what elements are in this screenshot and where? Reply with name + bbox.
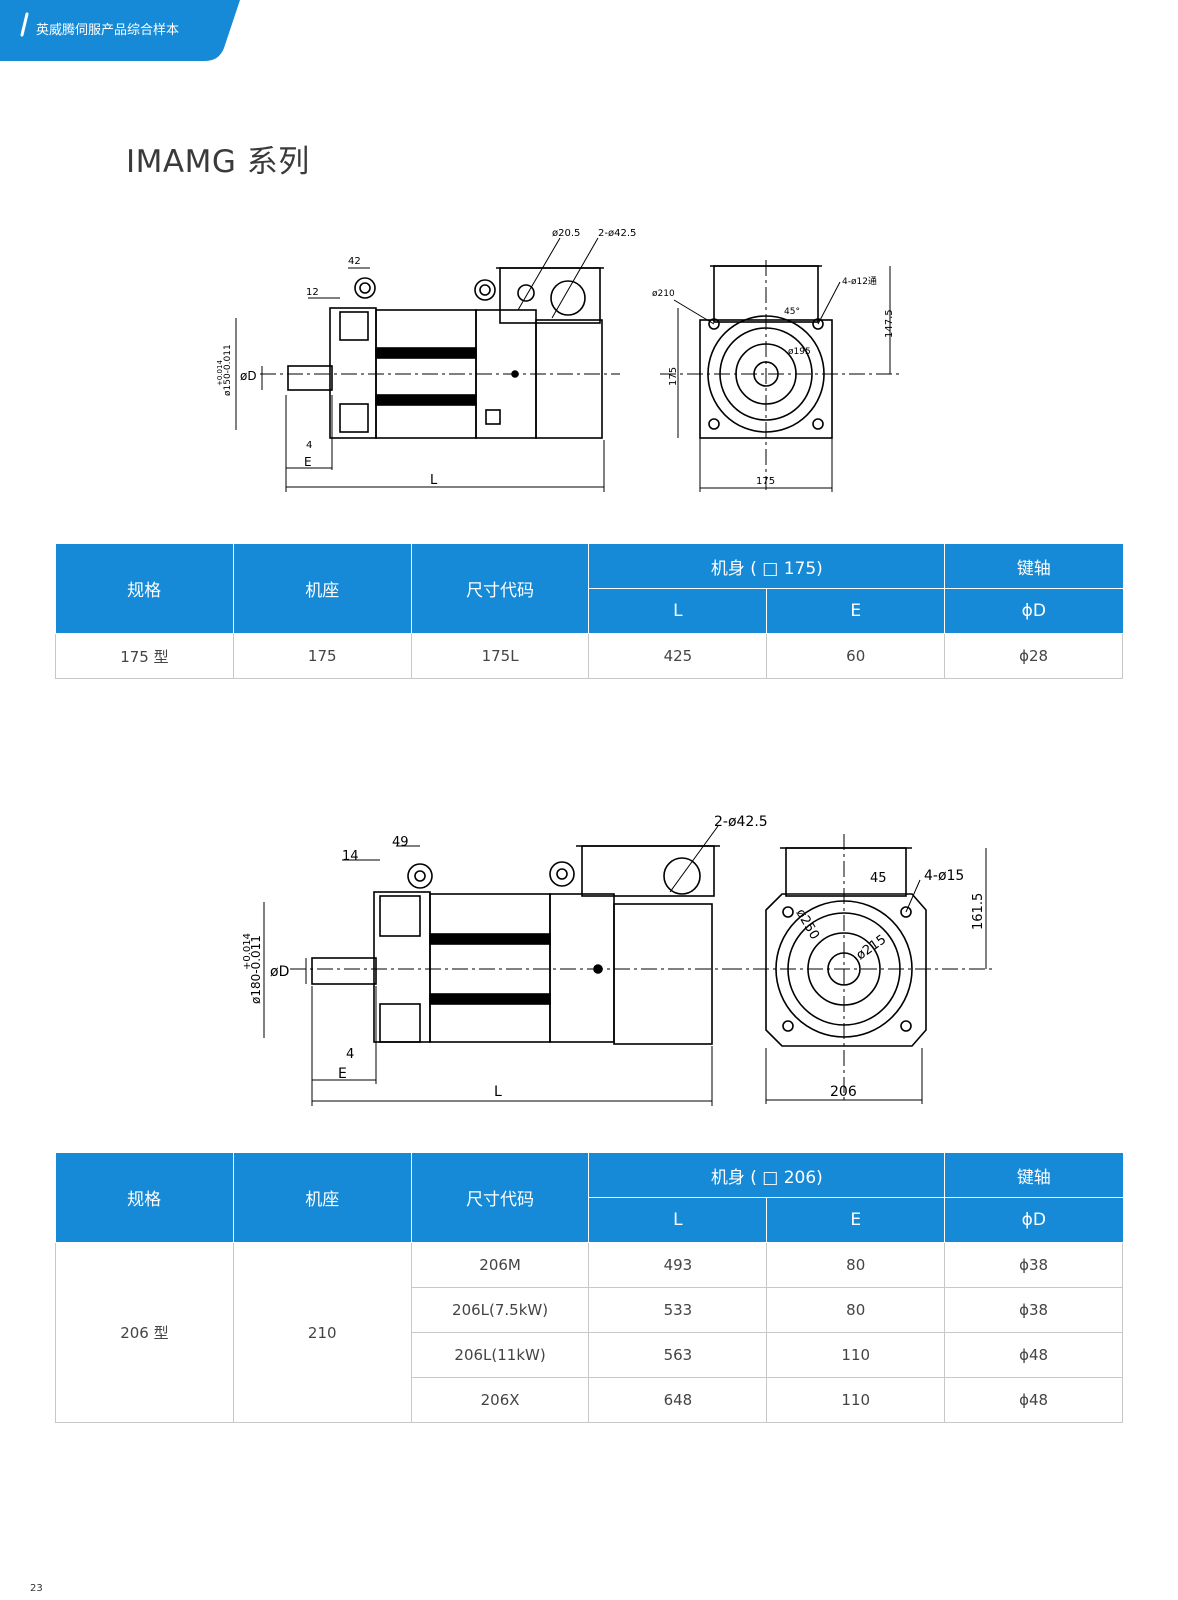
dim-w206: 206 (830, 1084, 857, 1100)
page-title: IMAMG 系列 (126, 144, 310, 180)
cell-code: 206X (410, 1377, 590, 1423)
cell-code: 206M (410, 1242, 590, 1288)
cell-spec: 175 型 (55, 633, 234, 679)
dim-150: ø150-0.011 (223, 344, 233, 396)
dim-4: 4 (306, 440, 312, 451)
dim-150-tol: +0.014 (216, 360, 224, 386)
cell-code: 206L(7.5kW) (410, 1287, 590, 1333)
motor-206-drawing: 2-ø42.5 49 14 ø180-0.011 +0.014 øD 4 E L… (242, 814, 992, 1106)
dim-holes: 2-ø42.5 (598, 228, 636, 239)
th-key: 键轴 (944, 544, 1123, 589)
cell-D: ϕ48 (944, 1332, 1123, 1378)
th-body: 机身 ( □ 175) (588, 544, 946, 589)
th-D: ϕD (944, 588, 1123, 634)
dim-phi205: ø20.5 (552, 228, 580, 239)
dim-L: L (494, 1084, 502, 1100)
cell-L: 425 (588, 633, 768, 679)
shaft (287, 365, 333, 391)
header-tab: 英威腾伺服产品综合样本 (0, 0, 242, 62)
cell-D: ϕ28 (944, 633, 1123, 679)
dim-12: 12 (306, 287, 319, 298)
dim-180-tol: +0.014 (242, 933, 253, 970)
th-frame: 机座 (233, 1153, 412, 1243)
header-tab-shape (0, 0, 240, 61)
cell-spec: 206 型 (55, 1242, 234, 1423)
dim-bolts: 4-ø15 (924, 868, 964, 884)
dim-E: E (338, 1066, 347, 1082)
dim-L: L (430, 473, 438, 488)
cell-frame: 210 (232, 1242, 412, 1423)
spec-table-206: 规格 机座 尺寸代码 机身 ( □ 206) 键轴 L E ϕD 206 型 2… (55, 1153, 1123, 1423)
th-code: 尺寸代码 (411, 544, 590, 634)
dim-E: E (304, 455, 312, 469)
th-E: E (766, 1197, 946, 1243)
section-label: 英威腾伺服产品综合样本 (36, 23, 180, 38)
cell-code: 206L(11kW) (410, 1332, 590, 1378)
dim-angle: 45° (784, 307, 800, 317)
cell-D: ϕ38 (944, 1242, 1123, 1288)
dim-4: 4 (346, 1047, 354, 1062)
th-L: L (588, 1197, 768, 1243)
cell-L: 493 (588, 1242, 768, 1288)
cell-L: 648 (588, 1377, 768, 1423)
cell-D: ϕ48 (944, 1377, 1123, 1423)
dim-w175: 175 (756, 476, 775, 487)
dim-h175: 175 (668, 367, 679, 386)
dim-phi195: ø195 (788, 347, 811, 357)
dim-180: ø180-0.011 (249, 935, 263, 1004)
th-frame: 机座 (233, 544, 412, 634)
cell-E: 80 (766, 1287, 946, 1333)
motor-175-drawing: ø20.5 2-ø42.5 42 12 ø150-0.011 +0.014 øD… (216, 228, 900, 492)
spec-table-175: 规格 机座 尺寸代码 机身 ( □ 175) 键轴 L E ϕD 175 型 1… (55, 544, 1123, 679)
th-spec: 规格 (55, 544, 234, 634)
cell-E: 80 (766, 1242, 946, 1288)
th-E: E (766, 588, 946, 634)
th-code: 尺寸代码 (411, 1153, 590, 1243)
dim-phi250: ø250 (793, 907, 822, 943)
dim-14: 14 (342, 849, 359, 864)
table-row: 206 型 210 206M 493 80 ϕ38 (55, 1242, 1123, 1423)
th-body: 机身 ( □ 206) (588, 1153, 946, 1198)
dim-42: 42 (348, 256, 361, 267)
cell-L: 533 (588, 1287, 768, 1333)
table-row: 175 型 175 175L 425 60 ϕ28 (55, 633, 1123, 679)
shaft (311, 957, 377, 985)
th-D: ϕD (944, 1197, 1123, 1243)
cell-E: 110 (766, 1332, 946, 1378)
dim-49: 49 (392, 835, 409, 850)
dim-bolts: 4-ø12通 (842, 276, 877, 287)
th-L: L (588, 588, 768, 634)
table-row: 206X 648 110 ϕ48 (56, 1377, 1123, 1423)
cell-E: 110 (766, 1377, 946, 1423)
dim-phiD: øD (240, 369, 257, 383)
dim-holes: 2-ø42.5 (714, 814, 768, 830)
dim-147: 147.5 (884, 309, 895, 338)
cell-D: ϕ38 (944, 1287, 1123, 1333)
cell-frame: 175 (232, 633, 412, 679)
th-key: 键轴 (944, 1153, 1123, 1198)
page-number: 23 (30, 1583, 43, 1594)
cell-L: 563 (588, 1332, 768, 1378)
cell-code: 175L (410, 633, 590, 679)
dim-angle: 45 (870, 871, 887, 886)
dim-161: 161.5 (971, 893, 986, 930)
cell-E: 60 (766, 633, 946, 679)
th-spec: 规格 (55, 1153, 234, 1243)
dim-phiD: øD (270, 964, 289, 980)
dim-phi210: ø210 (652, 289, 675, 299)
